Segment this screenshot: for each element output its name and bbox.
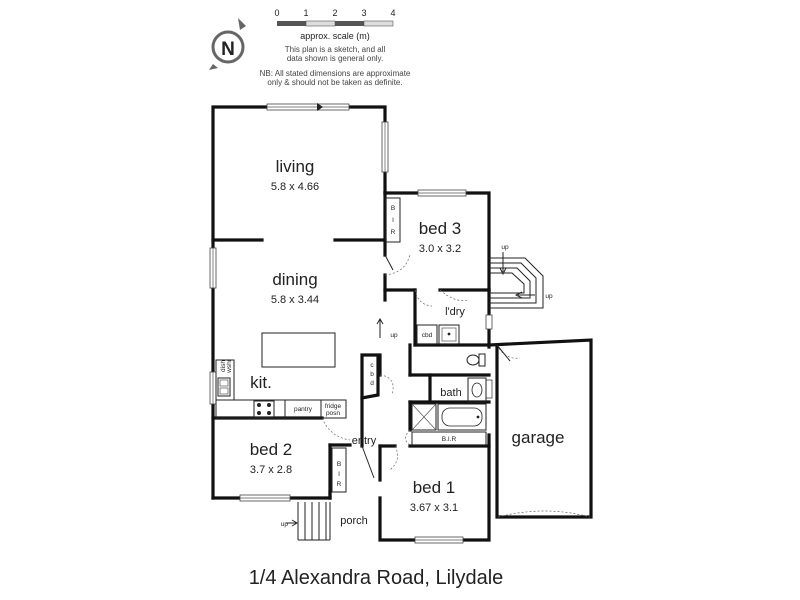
- disclaimer-line-1: This plan is a sketch, and all: [285, 45, 386, 54]
- stair-arrows: [286, 252, 535, 527]
- hall-cbd-d: d: [370, 380, 374, 387]
- annotations: B I R B I R B.I.R cbd c b d pantry fridg…: [220, 205, 553, 528]
- cooktop-icon: [253, 400, 275, 418]
- dining-dims: 5.8 x 3.44: [271, 294, 319, 306]
- fridge-label-1: fridge: [325, 403, 342, 410]
- walls: [211, 105, 593, 542]
- bed1-dims: 3.67 x 3.1: [410, 502, 458, 514]
- scale-tick-1: 1: [303, 8, 308, 18]
- shower-icon: [411, 403, 437, 431]
- bathtub-icon: [437, 403, 487, 431]
- scale-tick-0: 0: [274, 8, 279, 18]
- disclaimer-line-2: data shown is general only.: [287, 54, 383, 63]
- dishwasher-label-2: wshr: [226, 358, 233, 374]
- bath-label: bath: [440, 387, 461, 399]
- laundry-label: l'dry: [445, 306, 465, 318]
- bed2-label: bed 2: [250, 440, 293, 459]
- up-label-hall: up: [390, 332, 398, 339]
- compass-icon: N: [209, 18, 246, 70]
- note-line-2: only & should not be taken as definite.: [267, 78, 402, 87]
- up-label-laundry-2: up: [545, 293, 553, 300]
- basin-icon: [467, 377, 487, 403]
- scale-tick-2: 2: [332, 8, 337, 18]
- bed3-dims: 3.0 x 3.2: [419, 243, 461, 255]
- scale-tick-4: 4: [390, 8, 395, 18]
- dishwasher-label-1: dish: [220, 360, 227, 372]
- living-label: living: [276, 157, 315, 176]
- bed2-dims: 3.7 x 2.8: [250, 464, 292, 476]
- up-label-laundry-1: up: [501, 244, 509, 251]
- up-label-porch: up: [281, 521, 289, 528]
- porch-label: porch: [340, 515, 368, 527]
- hall-cbd-b: b: [370, 371, 374, 378]
- compass-letter: N: [221, 39, 235, 60]
- pantry-label: pantry: [294, 406, 313, 413]
- bir-bed2-b: B: [337, 461, 341, 468]
- doors: [321, 254, 591, 518]
- bir-bed2-i: I: [338, 471, 340, 478]
- windows: [209, 103, 493, 544]
- scale-tick-3: 3: [361, 8, 366, 18]
- bed3-label: bed 3: [419, 219, 462, 238]
- laundry-tub-icon: [438, 324, 460, 345]
- porch-steps: [297, 502, 331, 541]
- fridge-label-2: posn: [326, 410, 340, 417]
- kitchen-island: [261, 332, 336, 368]
- living-dims: 5.8 x 4.66: [271, 181, 319, 193]
- sink-icon: [217, 377, 231, 397]
- laundry-cbd-label: cbd: [422, 332, 433, 339]
- dining-label: dining: [272, 270, 317, 289]
- hall-cbd-c: c: [370, 362, 374, 369]
- laundry-steps: [489, 257, 544, 309]
- bir-bed2-r: R: [337, 481, 342, 488]
- bir-bed1-label: B.I.R: [442, 436, 457, 443]
- scale-label: approx. scale (m): [300, 31, 370, 41]
- kitchen-label: kit.: [250, 373, 272, 392]
- garage-label: garage: [512, 428, 565, 447]
- property-address: 1/4 Alexandra Road, Lilydale: [249, 567, 504, 589]
- bir-bed3-i: I: [392, 217, 394, 224]
- room-labels: living 5.8 x 4.66 dining 5.8 x 3.44 bed …: [250, 157, 565, 527]
- scale-bar: 0 1 2 3 4 approx. scale (m) This plan is…: [260, 8, 411, 87]
- fixtures: [215, 197, 544, 541]
- bed1-label: bed 1: [413, 478, 456, 497]
- bir-bed3-r: R: [391, 229, 396, 236]
- toilet-icon: [466, 353, 486, 367]
- bir-bed3-b: B: [391, 205, 395, 212]
- note-line-1: NB: All stated dimensions are approximat…: [260, 69, 411, 78]
- entry-label: entry: [352, 435, 377, 447]
